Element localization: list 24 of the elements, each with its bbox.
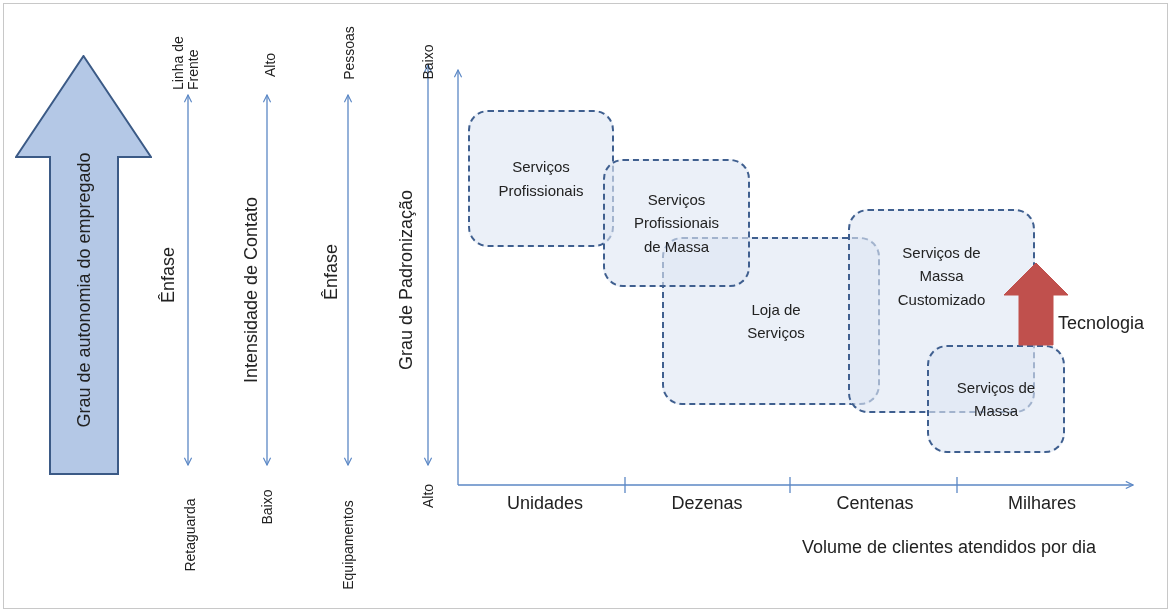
scale-end-label: Retaguarda — [182, 498, 198, 572]
arrow-label: Grau de autonomia do empregado — [73, 152, 94, 428]
scale-end-label: Linha de Frente — [171, 35, 201, 90]
axis-tick-label: Dezenas — [671, 492, 743, 514]
axis-tick-label: Milhares — [1008, 492, 1076, 514]
scale-end-label: Baixo — [259, 489, 275, 525]
block-arrow — [15, 55, 152, 475]
scale-end-label: Equipamentos — [340, 500, 356, 590]
arrow — [1003, 262, 1069, 346]
scale-end-label: Baixo — [420, 44, 436, 80]
scale-title: Intensidade de Contato — [240, 196, 262, 384]
scale-end-label: Alto — [262, 52, 278, 78]
axis-title: Grau de Padronização — [395, 189, 417, 371]
scale-title: Ênfase — [320, 244, 342, 300]
axis-title: Volume de clientes atendidos por dia — [801, 536, 1097, 558]
service-type-box: Serviços de Massa — [927, 345, 1065, 453]
service-type-box: Serviços Profissionais de Massa — [603, 159, 750, 287]
axis-tick-label: Centenas — [836, 492, 914, 514]
edge-label: Tecnologia — [1058, 313, 1145, 334]
scale-end-label: Pessoas — [341, 26, 357, 80]
axis-tick-label: Unidades — [506, 492, 584, 514]
service-type-box: Serviços Profissionais — [468, 110, 614, 247]
scale-end-label: Alto — [420, 483, 436, 509]
scale-title: Ênfase — [157, 247, 179, 303]
